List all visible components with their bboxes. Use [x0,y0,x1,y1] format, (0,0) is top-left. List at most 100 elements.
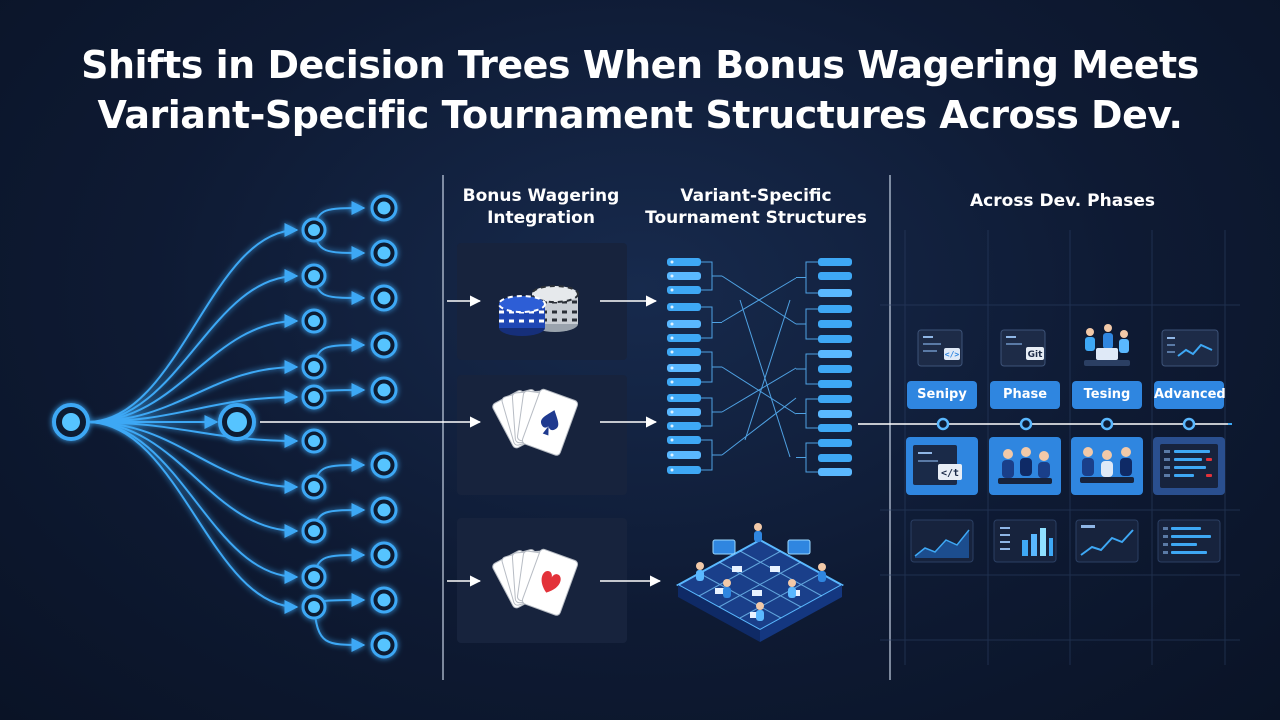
tree-branch [86,421,299,494]
tree-leaf-node-core [377,593,391,607]
phase-chip-tesing: Tesing [1072,381,1142,409]
variant-bar-dot [670,274,674,278]
variant-bar-right [818,272,852,280]
variant-bar-dot [670,453,674,457]
code-tile-bottom: </t [906,437,978,495]
variant-bar-right [818,454,852,462]
variant-bar-left [667,258,701,266]
variant-bar-dot [670,350,674,354]
variant-bracket-right [796,261,818,294]
variant-bar-left [667,394,701,402]
svg-text:</>: </> [945,350,960,359]
variant-bar-right [818,468,852,476]
variant-bar-right [818,395,852,403]
line-chart-thumb [1075,519,1139,563]
team-meeting-tile-1 [989,437,1061,495]
variant-bar-dot [670,336,674,340]
variant-bracket-left [701,397,722,427]
tree-leaf-node-core [377,291,391,305]
variant-bar-left [667,408,701,416]
tree-branch [86,421,299,614]
variant-bar-left [667,348,701,356]
timeline-node-4 [1182,417,1196,431]
variant-bar-dot [670,322,674,326]
variant-bracket-right [796,353,818,385]
tree-inner-node-core [308,601,320,613]
variant-bracket-left [701,261,722,291]
timeline-node-3 [1100,417,1114,431]
variant-bar-left [667,422,701,430]
variant-connectors [701,261,818,473]
tree-leaf-node-core [377,201,391,215]
code-window-icon-top: </> [917,329,963,367]
variant-bar-left [667,272,701,280]
variant-bar-left [667,286,701,294]
variant-bar-dot [670,438,674,442]
variant-bar-dot [670,424,674,428]
list-panel-thumb [1157,519,1221,563]
variant-bar-left [667,436,701,444]
variant-bar-dot [670,468,674,472]
timeline-node-1 [936,417,950,431]
tree-inner-node-core [308,361,320,373]
variant-bar-dot [670,380,674,384]
variant-cross-link [744,299,791,441]
variant-bracket-left [701,351,722,383]
variant-bar-right [818,335,852,343]
variant-bar-right [818,424,852,432]
tree-inner-node-core [308,481,320,493]
variant-bar-right [818,380,852,388]
column-heading-variant: Variant-Specific Tournament Structures [645,186,867,228]
tree-leaf-node-core [377,503,391,517]
variant-bar-dot [670,366,674,370]
tree-leaf-node-core [377,458,391,472]
tree-branch [86,390,299,423]
tournament-board-icon [675,523,845,642]
tree-inner-node-core [308,571,320,583]
variant-bar-dot [670,288,674,292]
tree-branch [86,421,299,538]
team-people-icon-top [1084,324,1130,366]
analytics-window-icon-top [1161,329,1219,367]
variant-bar-left [667,334,701,342]
tree-leaf-node-core [377,638,391,652]
playing-cards-hearts-icon [492,548,579,616]
tree-nodes [52,194,398,659]
variant-bar-right [818,258,852,266]
variant-bar-right [818,320,852,328]
tree-inner-node-core [308,525,320,537]
title-line-2: Variant-Specific Tournament Structures A… [97,93,1183,137]
tree-mid-node-core [227,412,247,432]
playing-cards-spades-icon [492,388,579,456]
variant-bar-right [818,365,852,373]
tree-inner-node-core [308,391,320,403]
variant-bar-right [818,410,852,418]
svg-text:Git: Git [1028,350,1043,360]
area-chart-thumb-1 [910,519,974,563]
tree-edges [86,201,366,652]
tree-inner-node-core [308,270,320,282]
variant-structure-lists [667,258,852,476]
variant-bracket-right [796,398,818,429]
variant-bracket-left [701,439,722,471]
variant-bar-left [667,451,701,459]
phase-timeline [936,417,1232,431]
svg-text:</t: </t [941,468,959,479]
phase-chip-phase: Phase [990,381,1060,409]
tree-inner-node-core [308,435,320,447]
phase-chip-senipy: Senipy [907,381,977,409]
variant-bracket-right [796,308,818,340]
column-heading-phases: Across Dev. Phases [970,191,1155,211]
variant-bar-dot [670,396,674,400]
team-meeting-tile-2 [1071,437,1143,495]
variant-bracket-left [701,306,722,339]
tree-leaf-node-core [377,246,391,260]
tree-leaf-node-core [377,383,391,397]
timeline-node-2 [1019,417,1033,431]
variant-bar-right [818,305,852,313]
variant-bar-left [667,320,701,328]
variant-bar-left [667,303,701,311]
title-line-1: Shifts in Decision Trees When Bonus Wage… [81,43,1199,87]
variant-cross-link [721,367,797,413]
